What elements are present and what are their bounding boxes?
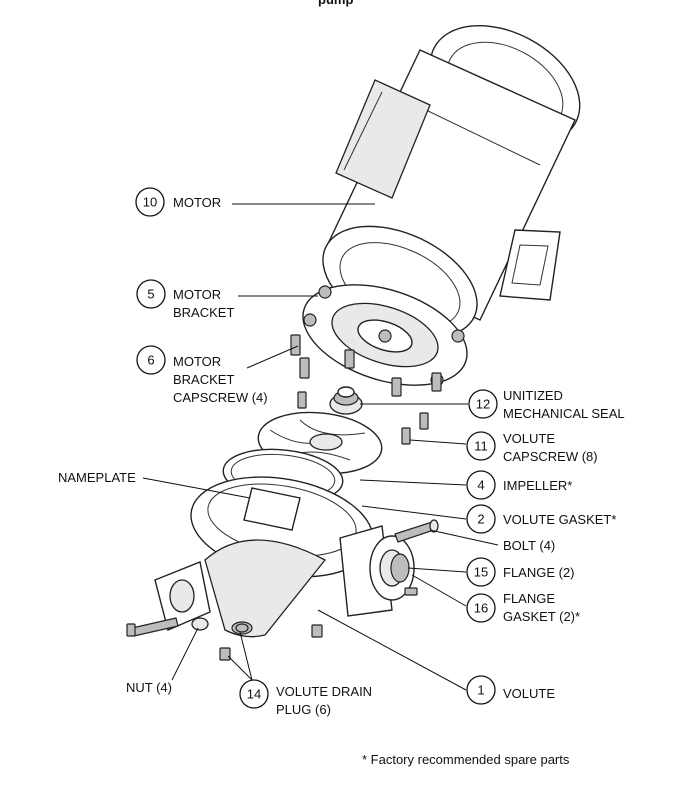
callout-drain-plug-number: 14	[247, 687, 261, 702]
callout-volute-label: VOLUTE	[503, 686, 555, 701]
callout-capscrew-label-line1: MOTOR	[173, 354, 221, 369]
callout-flange-gasket: 16 FLANGE GASKET (2)*	[466, 591, 580, 624]
callout-volute: 1 VOLUTE	[466, 675, 555, 705]
callout-impeller-bubble	[466, 470, 496, 500]
callout-capscrew-label-line2: BRACKET	[173, 372, 234, 387]
callout-flange-bubble	[466, 557, 496, 587]
bolt-label: BOLT (4)	[503, 538, 555, 553]
callout-volute-gasket-bubble	[466, 504, 496, 534]
callout-motor-bracket-number: 5	[147, 287, 154, 302]
callout-drain-plug-bubble	[239, 679, 269, 709]
callout-flange-gasket-label-line2: GASKET (2)*	[503, 609, 580, 624]
callout-volute-bubble	[466, 675, 496, 705]
callout-motor-bracket: 5 MOTOR BRACKET	[136, 279, 234, 320]
callout-volute-capscrew-number: 11	[474, 439, 488, 454]
mechanical-seal-illustration	[329, 386, 363, 415]
callout-motor-bubble	[135, 187, 165, 217]
nut-label: NUT (4)	[126, 680, 172, 695]
callout-drain-plug-label-line1: VOLUTE DRAIN	[276, 684, 372, 699]
leader-lines	[142, 203, 499, 691]
callout-volute-capscrew-label-line2: CAPSCREW (8)	[503, 449, 598, 464]
callout-motor-label: MOTOR	[173, 195, 221, 210]
callout-capscrew-bubble	[136, 345, 166, 375]
callout-motor: 10 MOTOR	[135, 187, 221, 217]
volute-illustration	[154, 476, 393, 638]
callout-flange-gasket-number: 16	[474, 601, 488, 616]
callout-volute-capscrew-label-line1: VOLUTE	[503, 431, 555, 446]
callout-volute-gasket-number: 2	[477, 512, 484, 527]
callout-seal-number: 12	[476, 397, 490, 412]
callout-flange: 15 FLANGE (2)	[466, 557, 575, 587]
callout-motor-bracket-bubble	[136, 279, 166, 309]
callout-volute-gasket-label: VOLUTE GASKET*	[503, 512, 616, 527]
nut-bolt-illustration	[126, 617, 209, 637]
callout-flange-label: FLANGE (2)	[503, 565, 575, 580]
callout-mechanical-seal: 12 UNITIZED MECHANICAL SEAL	[468, 388, 625, 421]
drain-plugs-illustration	[219, 623, 323, 661]
callout-volute-drain-plug: 14 VOLUTE DRAIN PLUG (6)	[239, 679, 372, 717]
callout-flange-number: 15	[474, 565, 488, 580]
spare-parts-footnote: * Factory recommended spare parts	[362, 752, 570, 767]
callout-capscrew-number: 6	[147, 353, 154, 368]
callout-impeller-label: IMPELLER*	[503, 478, 572, 493]
nameplate-label: NAMEPLATE	[58, 470, 136, 485]
callout-motor-bracket-capscrew: 6 MOTOR BRACKET CAPSCREW (4)	[136, 345, 268, 405]
callout-motor-bracket-label-line1: MOTOR	[173, 287, 221, 302]
callout-motor-number: 10	[143, 195, 157, 210]
volute-capscrews-illustration	[297, 391, 429, 445]
callout-seal-label-line2: MECHANICAL SEAL	[503, 406, 625, 421]
motor-illustration	[322, 24, 581, 339]
callout-flange-gasket-bubble	[466, 593, 496, 623]
callout-impeller: 4 IMPELLER*	[466, 470, 572, 500]
motor-bracket-capscrews-illustration	[290, 334, 442, 397]
callout-flange-gasket-label-line1: FLANGE	[503, 591, 555, 606]
callout-seal-bubble	[468, 389, 498, 419]
callout-volute-capscrew-bubble	[466, 431, 496, 461]
callout-impeller-number: 4	[477, 478, 484, 493]
callout-motor-bracket-label-line2: BRACKET	[173, 305, 234, 320]
callout-volute-number: 1	[477, 683, 484, 698]
flange-illustration	[369, 519, 439, 601]
callout-capscrew-label-line3: CAPSCREW (4)	[173, 390, 268, 405]
callout-drain-plug-label-line2: PLUG (6)	[276, 702, 331, 717]
callout-volute-gasket: 2 VOLUTE GASKET*	[466, 504, 616, 534]
callout-volute-capscrew: 11 VOLUTE CAPSCREW (8)	[466, 431, 598, 464]
callout-seal-label-line1: UNITIZED	[503, 388, 563, 403]
page-title-fragment: pump	[318, 0, 353, 7]
